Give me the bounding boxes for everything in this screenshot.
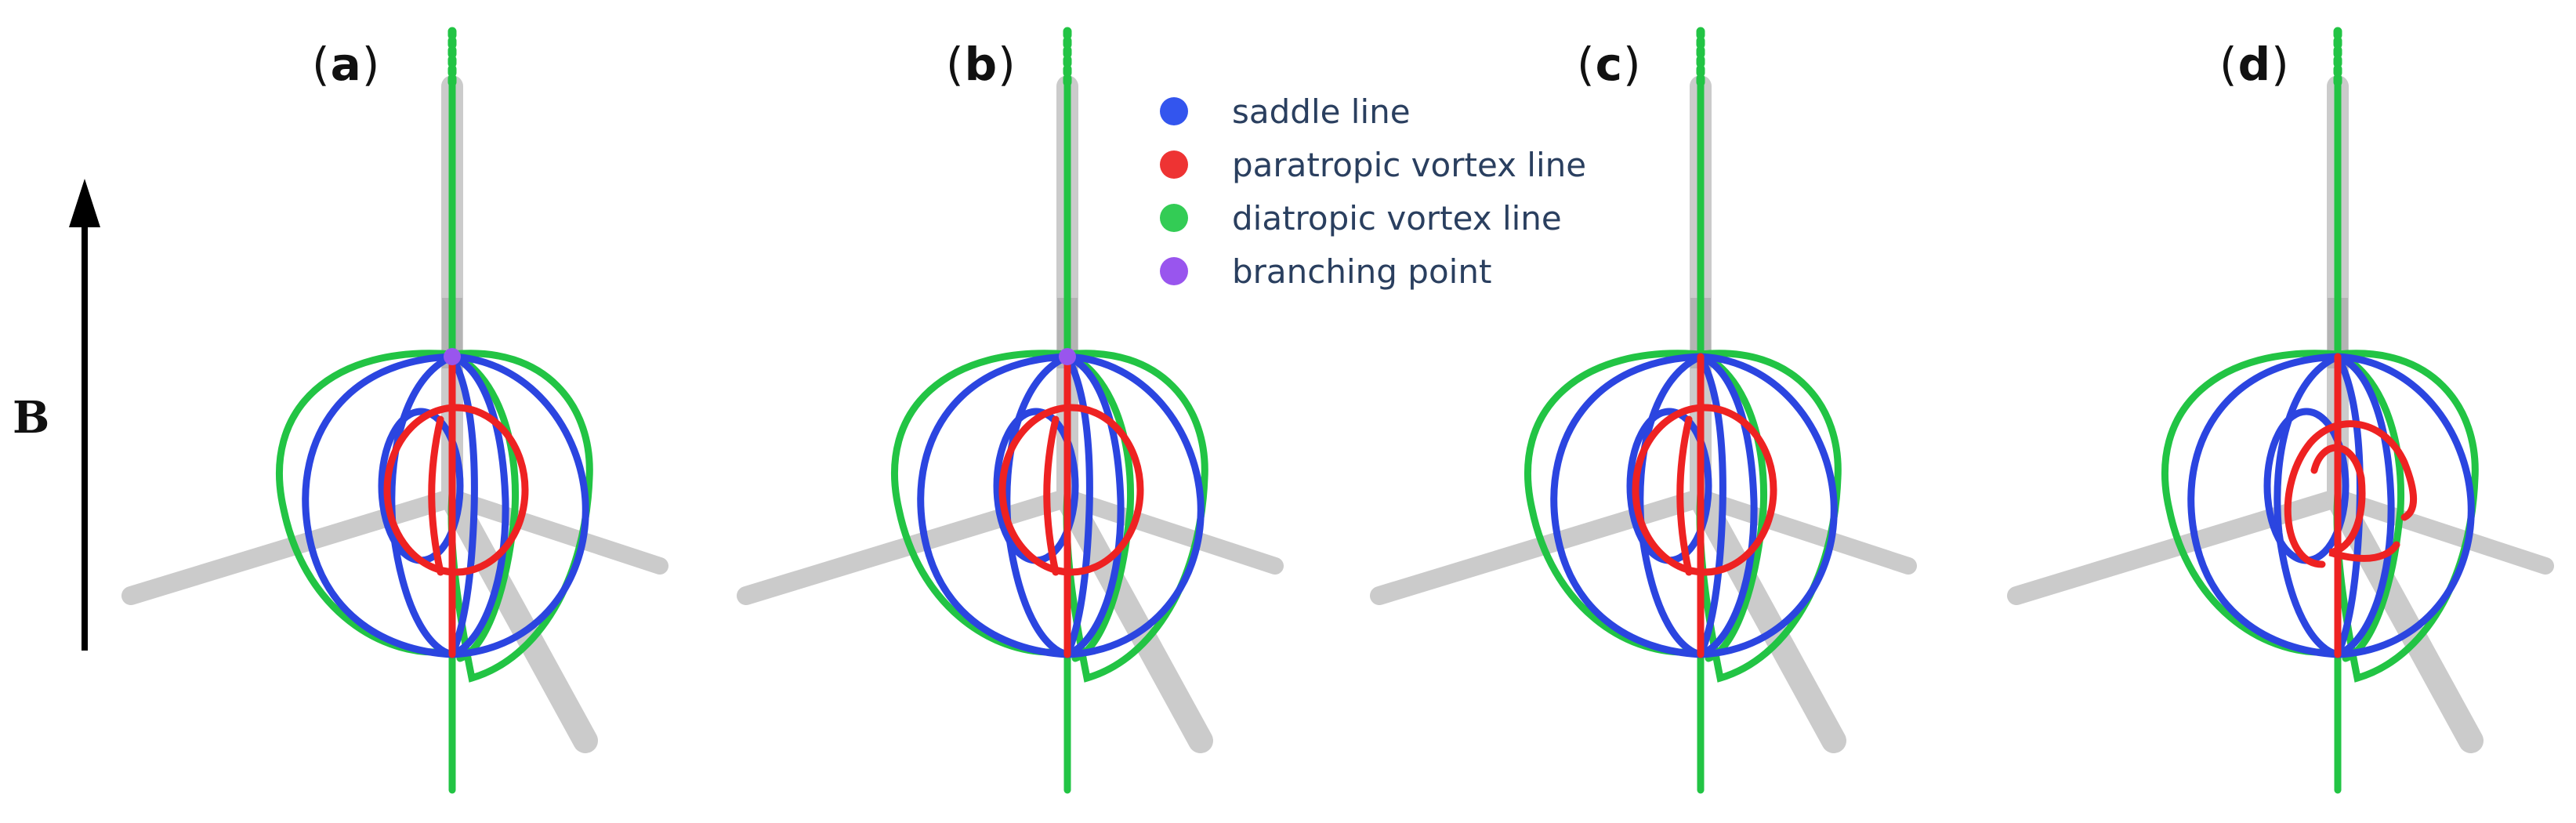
paratropic-lines [2284, 353, 2418, 658]
panel-label-c: (c) [1577, 38, 1642, 91]
diatropic-outer-loop [1524, 350, 1705, 656]
saddle-inner-arc [1063, 354, 1093, 656]
saddle-inner-arc [1697, 354, 1726, 656]
right-bond [1059, 489, 1284, 575]
legend-item-diatropic: diatropic vortex line [1160, 191, 1586, 245]
legend-item-saddle: saddle line [1160, 85, 1586, 138]
diatropic-inner-loop [2334, 350, 2405, 662]
paratropic-marker-icon [1160, 150, 1188, 179]
paratropic-lines [998, 353, 1144, 658]
panel-label-b: (b) [946, 38, 1016, 91]
diatropic-outer-loop [276, 350, 456, 656]
paratropic-loop [383, 404, 529, 576]
paratropic-loop [998, 404, 1144, 576]
legend-label: paratropic vortex line [1232, 145, 1587, 184]
branching-points [1059, 348, 1076, 365]
panel-c [1370, 27, 1917, 794]
right-bond [2329, 489, 2554, 575]
field-arrow [69, 179, 100, 651]
paratropic-inner-arc [1043, 415, 1060, 576]
legend: saddle line paratropic vortex line diatr… [1160, 85, 1586, 298]
branching-marker-icon [1160, 257, 1188, 285]
diatropic-lines [1524, 27, 1842, 794]
field-label: B [13, 392, 50, 444]
panel-d [2007, 27, 2554, 794]
diatropic-inner-loop [1063, 350, 1135, 662]
diatropic-outer-loop [891, 350, 1071, 656]
paratropic-spiral-inner [2310, 444, 2400, 562]
legend-item-paratropic: paratropic vortex line [1160, 138, 1586, 191]
legend-label: diatropic vortex line [1232, 198, 1562, 237]
saddle-inner-arc [448, 354, 478, 656]
paratropic-lines [1632, 353, 1777, 658]
paratropic-spiral [2284, 420, 2418, 568]
diatropic-outer-loop [2161, 350, 2342, 656]
right-bond [444, 489, 668, 575]
diatropic-inner-loop [1697, 350, 1768, 662]
panel-a [121, 27, 668, 794]
paratropic-inner-arc [1676, 415, 1693, 576]
paratropic-inner-arc [428, 415, 444, 576]
panel-label-d: (d) [2219, 38, 2290, 91]
panel-b [737, 27, 1284, 794]
right-bond [1692, 489, 1917, 575]
diatropic-lines [276, 27, 593, 794]
legend-label: branching point [1232, 252, 1492, 291]
paratropic-lines [383, 353, 529, 658]
diatropic-marker-icon [1160, 204, 1188, 232]
saddle-marker-icon [1160, 97, 1188, 125]
branching-point-top [1059, 348, 1076, 365]
diatropic-inner-loop [448, 350, 520, 662]
branching-point-top [444, 348, 461, 365]
panel-label-a: (a) [312, 38, 381, 91]
legend-item-branching: branching point [1160, 245, 1586, 298]
paratropic-loop [1632, 404, 1777, 576]
legend-label: saddle line [1232, 92, 1411, 131]
branching-points [444, 348, 461, 365]
